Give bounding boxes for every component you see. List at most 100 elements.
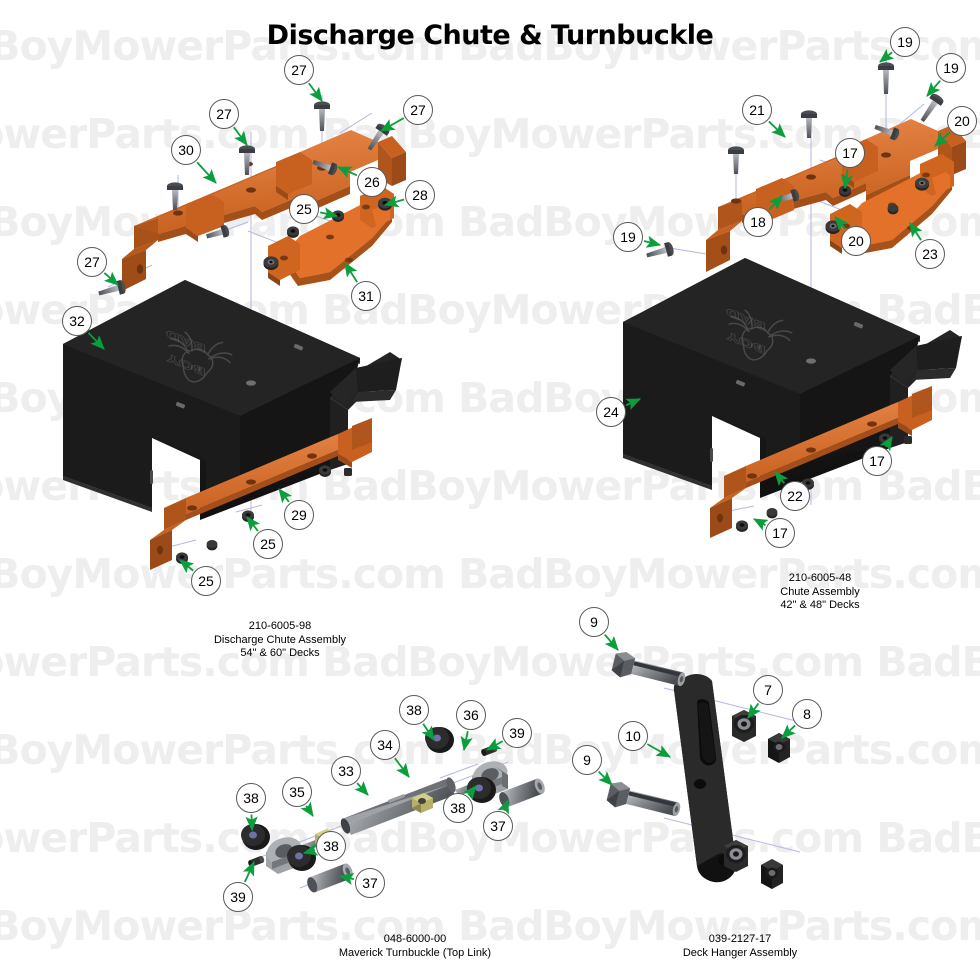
leader-arrow-17 xyxy=(879,436,893,452)
callout-27[interactable]: 27 xyxy=(77,247,107,277)
part-33-tube xyxy=(340,777,456,835)
leader-arrow-19 xyxy=(643,235,662,248)
callout-26[interactable]: 26 xyxy=(357,167,387,197)
callout-21[interactable]: 21 xyxy=(742,95,772,125)
leader-arrow-25 xyxy=(179,559,195,574)
leader-arrow-19 xyxy=(926,79,941,97)
caption-part-number: 210-6005-98 xyxy=(248,620,312,632)
leader-arrow-25 xyxy=(319,207,339,220)
part-10-hanger-strap xyxy=(673,674,737,883)
callout-9[interactable]: 9 xyxy=(572,745,602,775)
callout-38[interactable]: 38 xyxy=(399,695,429,725)
callout-19[interactable]: 19 xyxy=(936,53,966,83)
callout-20[interactable]: 20 xyxy=(947,106,977,136)
caption-fitment: 42" & 48" Decks xyxy=(780,599,860,611)
caption-fitment: 54" & 60" Decks xyxy=(240,647,320,659)
leader-arrow-9 xyxy=(598,771,613,786)
callout-25[interactable]: 25 xyxy=(289,194,319,224)
callout-8[interactable]: 8 xyxy=(792,699,822,729)
callout-20[interactable]: 20 xyxy=(841,226,871,256)
part-34-nut xyxy=(412,793,433,813)
callout-38[interactable]: 38 xyxy=(316,831,346,861)
leader-arrow-32 xyxy=(87,332,105,350)
part-8-hex-nuts xyxy=(761,733,790,889)
assembly-discharge-chute-54-60: BAD BOY xyxy=(63,95,406,570)
callout-17[interactable]: 17 xyxy=(862,446,892,476)
leader-arrow-28 xyxy=(383,195,405,208)
callout-19[interactable]: 19 xyxy=(613,222,643,252)
callout-27[interactable]: 27 xyxy=(403,95,433,125)
leader-arrow-37 xyxy=(338,873,355,885)
leader-arrow-7 xyxy=(747,702,761,719)
leader-arrow-35 xyxy=(300,801,314,817)
callout-24[interactable]: 24 xyxy=(596,397,626,427)
callout-35[interactable]: 35 xyxy=(282,777,312,807)
callout-17[interactable]: 17 xyxy=(835,138,865,168)
part-26-bolt xyxy=(312,159,338,176)
callout-10[interactable]: 10 xyxy=(618,721,648,751)
caption-part-number: 039-2127-17 xyxy=(708,933,772,945)
part-22-strap xyxy=(710,386,932,538)
leader-arrow-17 xyxy=(753,518,769,531)
leader-arrow-21 xyxy=(768,120,786,138)
leader-arrow-27 xyxy=(380,117,405,132)
assembly-chute-42-48: BAD BOY xyxy=(623,58,966,538)
assembly-deck-hanger xyxy=(606,652,801,889)
callout-32[interactable]: 32 xyxy=(62,306,92,336)
leader-arrow-38 xyxy=(302,843,319,856)
callout-25[interactable]: 25 xyxy=(191,566,221,596)
caption-part-number: 210-6005-48 xyxy=(788,572,852,584)
callout-28[interactable]: 28 xyxy=(405,180,435,210)
callout-27[interactable]: 27 xyxy=(284,55,314,85)
callout-33[interactable]: 33 xyxy=(331,756,361,786)
part-31-hinge-plate xyxy=(268,186,394,286)
leader-arrow-27 xyxy=(233,126,248,146)
callout-7[interactable]: 7 xyxy=(753,675,783,705)
callout-29[interactable]: 29 xyxy=(284,500,314,530)
callout-31[interactable]: 31 xyxy=(351,281,381,311)
leader-arrow-22 xyxy=(774,471,789,487)
callout-9[interactable]: 9 xyxy=(579,607,609,637)
leader-arrow-19 xyxy=(879,48,895,63)
callout-17[interactable]: 17 xyxy=(765,518,795,548)
leader-arrow-23 xyxy=(909,222,923,241)
callout-25[interactable]: 25 xyxy=(253,529,283,559)
leader-arrow-27 xyxy=(103,271,119,286)
callout-39[interactable]: 39 xyxy=(223,882,253,912)
leader-arrow-20 xyxy=(834,216,849,232)
leader-arrow-17 xyxy=(840,169,853,190)
callout-37[interactable]: 37 xyxy=(355,868,385,898)
leader-arrow-9 xyxy=(604,633,619,651)
caption-part-name: Maverick Turnbuckle (Top Link) xyxy=(338,946,492,959)
part-7-flange-nuts xyxy=(724,710,756,872)
callout-34[interactable]: 34 xyxy=(370,730,400,760)
leader-arrow-24 xyxy=(625,398,641,411)
callout-19[interactable]: 19 xyxy=(890,27,920,57)
leader-arrow-39 xyxy=(486,738,504,751)
leader-arrow-38 xyxy=(462,785,477,801)
callout-38[interactable]: 38 xyxy=(443,793,473,823)
callout-30[interactable]: 30 xyxy=(171,135,201,165)
callout-37[interactable]: 37 xyxy=(483,811,513,841)
callout-36[interactable]: 36 xyxy=(456,700,486,730)
leader-arrow-10 xyxy=(646,743,671,758)
leader-arrow-27 xyxy=(308,82,323,102)
leader-arrow-34 xyxy=(394,757,410,778)
callout-22[interactable]: 22 xyxy=(780,481,810,511)
callout-23[interactable]: 23 xyxy=(915,239,945,269)
callout-38[interactable]: 38 xyxy=(236,783,266,813)
leader-arrow-36 xyxy=(460,731,473,752)
leader-arrow-29 xyxy=(278,488,292,504)
leader-arrow-38 xyxy=(421,723,435,741)
part-19-bolts xyxy=(646,62,944,258)
callout-27[interactable]: 27 xyxy=(209,99,239,129)
leader-arrow-26 xyxy=(337,166,358,178)
part-29-strap xyxy=(150,418,372,570)
callout-39[interactable]: 39 xyxy=(502,718,532,748)
callout-18[interactable]: 18 xyxy=(743,207,773,237)
leader-arrow-20 xyxy=(934,131,951,147)
